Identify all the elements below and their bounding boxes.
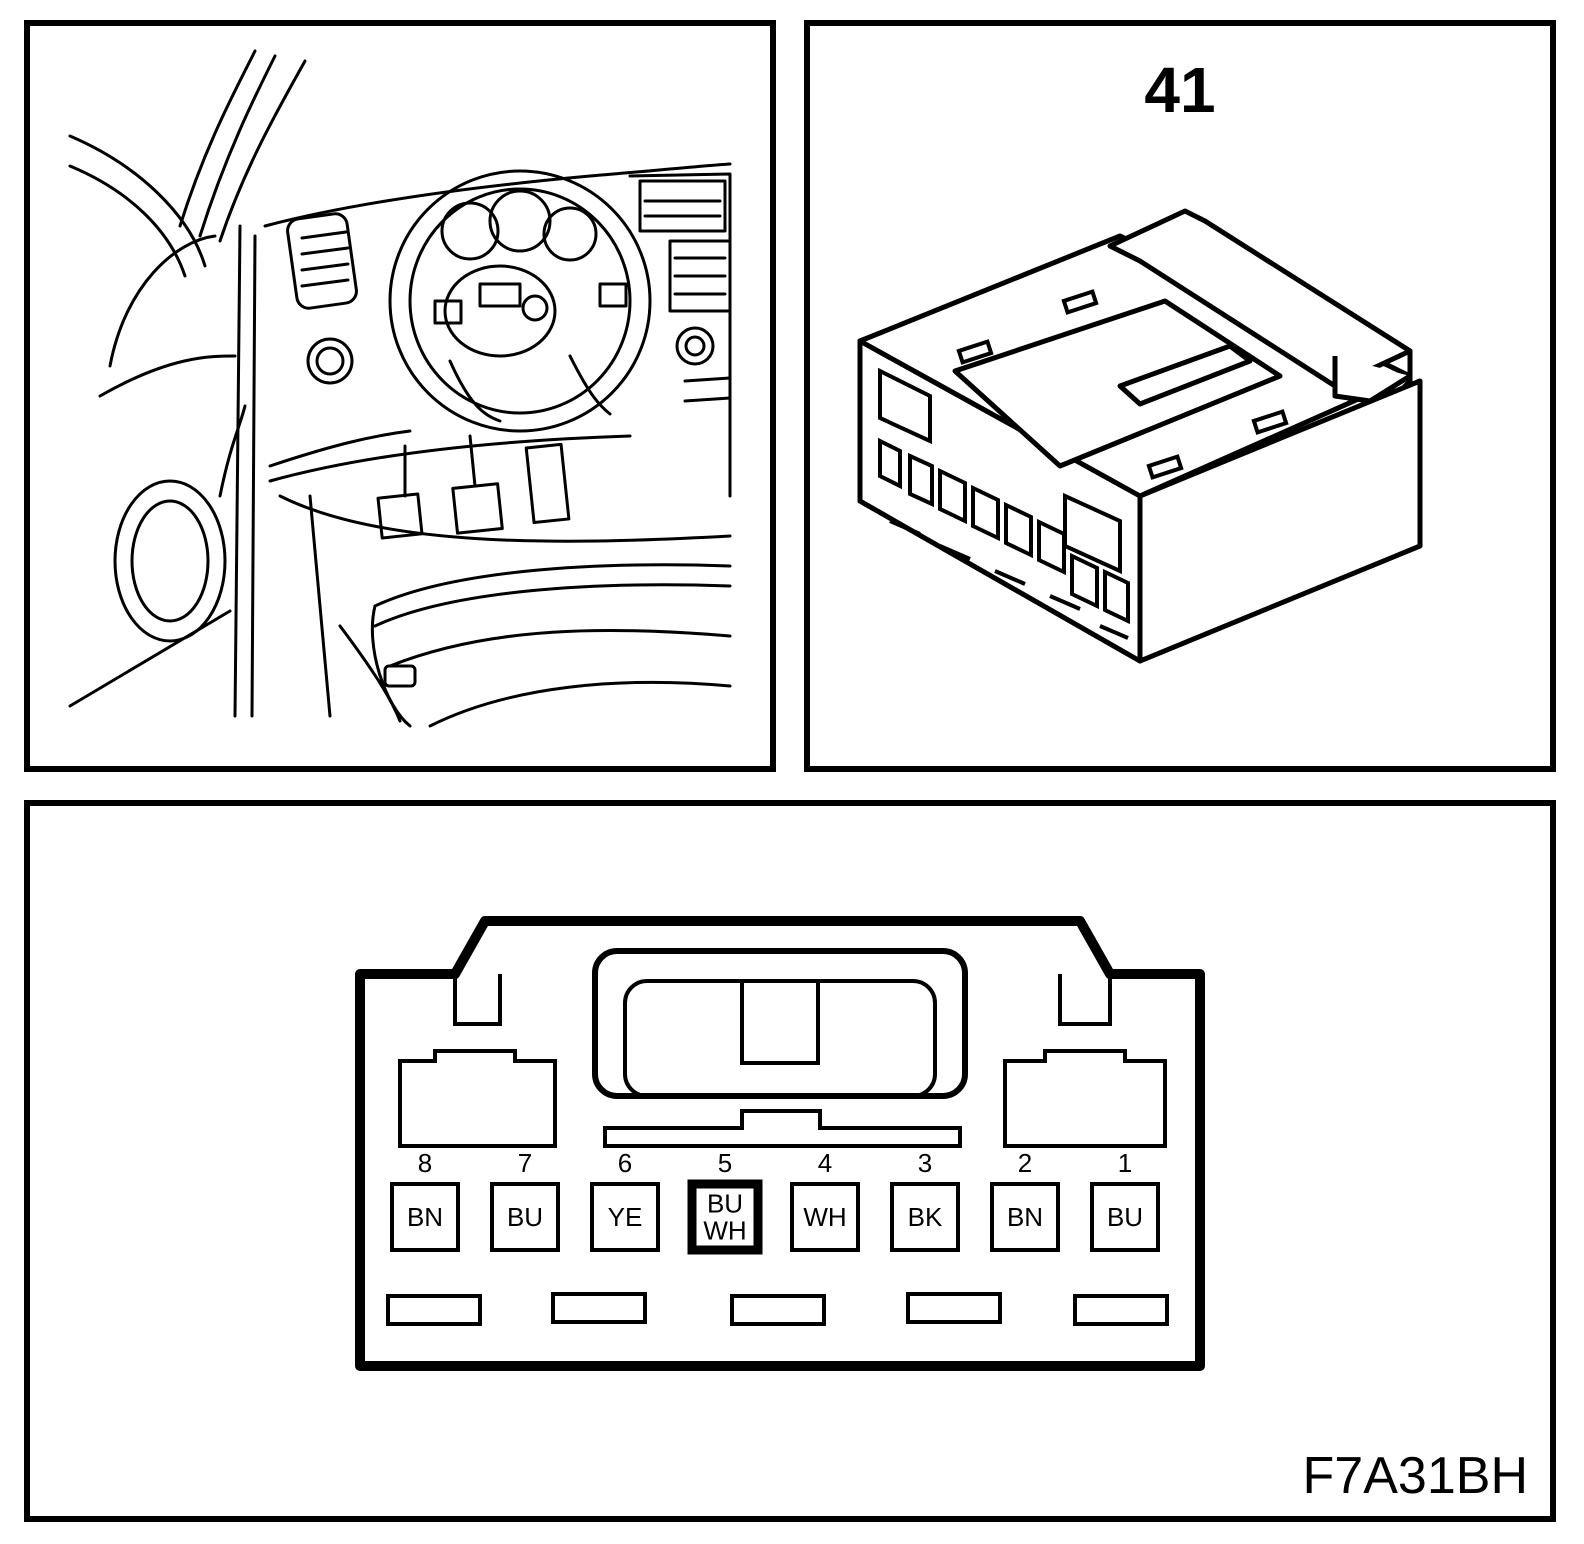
connector-number: 41: [1144, 54, 1216, 126]
pin-wire-color: BU: [707, 1189, 743, 1219]
figure-reference-code: F7A31BH: [1302, 1447, 1528, 1505]
pin-box: [390, 1182, 460, 1252]
pin-box: [490, 1182, 560, 1252]
pin-number: 6: [618, 1148, 632, 1178]
pin-number: 4: [818, 1148, 832, 1178]
pin-3: 3BK: [890, 1148, 960, 1252]
connector-3d-illustration: [857, 208, 1423, 664]
pin-number: 5: [718, 1148, 732, 1178]
pin-wire-color: BU: [1107, 1202, 1143, 1232]
connector-panel: 41: [804, 20, 1556, 772]
pin-number: 7: [518, 1148, 532, 1178]
pin-number: 8: [418, 1148, 432, 1178]
pin-7: 7BU: [490, 1148, 560, 1252]
pin-number: 2: [1018, 1148, 1032, 1178]
pin-wire-color: BK: [908, 1202, 943, 1232]
pin-8: 8BN: [390, 1148, 460, 1252]
pin-number: 1: [1118, 1148, 1132, 1178]
location-panel: [24, 20, 776, 772]
pin-box: [1090, 1182, 1160, 1252]
pin-wire-color: WH: [703, 1216, 746, 1246]
pin-box: [890, 1182, 960, 1252]
pin-box: [790, 1182, 860, 1252]
pin-6: 6YE: [590, 1148, 660, 1252]
pin-wire-color: WH: [803, 1202, 846, 1232]
pin-wire-color: BN: [407, 1202, 443, 1232]
pin-4: 4WH: [790, 1148, 860, 1252]
pin-wire-color: BU: [507, 1202, 543, 1232]
pin-box: [590, 1182, 660, 1252]
pin-2: 2BN: [990, 1148, 1060, 1252]
vehicle-interior-illustration: [68, 49, 732, 728]
pin-box: [990, 1182, 1060, 1252]
pin-wire-color: YE: [608, 1202, 643, 1232]
pin-1: 1BU: [1090, 1148, 1160, 1252]
pin-number: 3: [918, 1148, 932, 1178]
pin-wire-color: BN: [1007, 1202, 1043, 1232]
pin-box: [687, 1179, 763, 1255]
